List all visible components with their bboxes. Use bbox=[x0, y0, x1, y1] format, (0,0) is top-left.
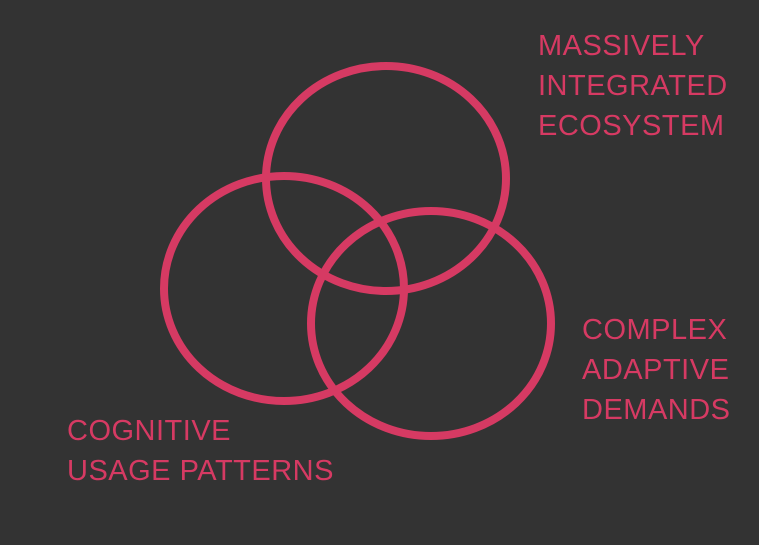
label-cognitive-usage-patterns: COGNITIVE USAGE PATTERNS bbox=[67, 411, 334, 491]
label-line: INTEGRATED bbox=[538, 70, 728, 102]
venn-circle-complex-adaptive-demands bbox=[307, 207, 555, 440]
label-massively-integrated-ecosystem: MASSIVELY INTEGRATED ECOSYSTEM bbox=[538, 26, 728, 146]
label-line: DEMANDS bbox=[582, 394, 731, 426]
label-line: ECOSYSTEM bbox=[538, 110, 725, 142]
label-complex-adaptive-demands: COMPLEX ADAPTIVE DEMANDS bbox=[582, 310, 731, 430]
label-line: USAGE PATTERNS bbox=[67, 455, 334, 487]
label-line: COGNITIVE bbox=[67, 415, 232, 447]
label-line: MASSIVELY bbox=[538, 30, 705, 62]
label-line: ADAPTIVE bbox=[582, 354, 730, 386]
label-line: COMPLEX bbox=[582, 314, 728, 346]
venn-circle-cognitive-usage-patterns bbox=[160, 172, 408, 405]
